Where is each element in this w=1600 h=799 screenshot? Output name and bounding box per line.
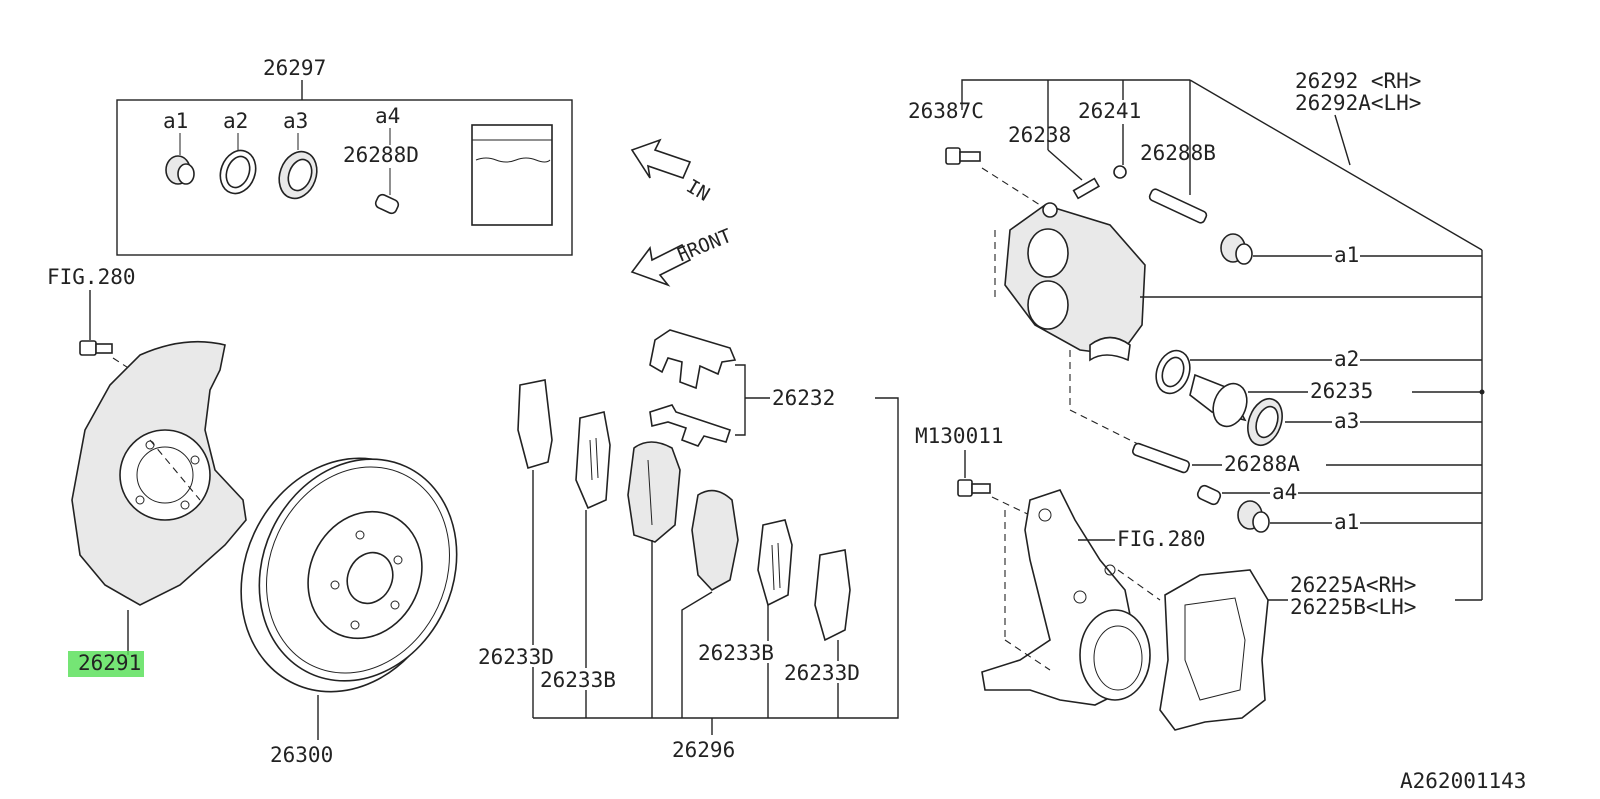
label-26225B-lh[interactable]: 26225B<LH>: [1290, 595, 1416, 619]
label-26292-rh[interactable]: 26292 <RH>: [1295, 69, 1421, 93]
brake-pad-inner-part: [627, 441, 681, 543]
label-26288A[interactable]: 26288A: [1224, 452, 1300, 476]
label-26387C[interactable]: 26387C: [908, 99, 984, 123]
backing-plate-group: FIG.280 26291: [47, 265, 247, 677]
seal-a3-right-part: [1247, 397, 1283, 447]
bolt-M130011-part: [957, 479, 991, 497]
bleeder-screw-part: [1072, 165, 1127, 200]
shim-outer-left-part: [517, 379, 553, 470]
arrow-front-icon: [630, 243, 692, 287]
bolt-backing-plate-part: [79, 340, 113, 356]
label-a2-kit[interactable]: a2: [223, 109, 248, 133]
caliper-body-part: [1004, 202, 1146, 362]
label-a4-kit[interactable]: a4: [375, 104, 400, 128]
seal-a2-kit-part: [219, 149, 257, 195]
label-26292A-lh[interactable]: 26292A<LH>: [1295, 91, 1421, 115]
piston-26235-part: [1189, 373, 1248, 428]
diagram-id: A262001143: [1400, 769, 1526, 793]
boot-a1-right-part: [1220, 233, 1253, 265]
boot-a1-kit-part: [165, 155, 195, 185]
caliper-group: 26292 <RH> 26292A<LH> 26387C 26241 26238…: [908, 69, 1485, 731]
bolt-26387C-part: [945, 147, 981, 165]
shim-inner-right-part: [757, 519, 793, 607]
label-26225A-rh[interactable]: 26225A<RH>: [1290, 573, 1416, 597]
label-a2-right[interactable]: a2: [1334, 347, 1359, 371]
label-26296[interactable]: 26296: [672, 738, 735, 762]
boot-a1-lower-part: [1237, 500, 1270, 533]
label-26233B-left[interactable]: 26233B: [540, 668, 616, 692]
kit-26297-group: 26297 a1 a2 a3 a4 26288D: [116, 56, 573, 256]
label-26233D-right[interactable]: 26233D: [784, 661, 860, 685]
label-26300[interactable]: 26300: [270, 743, 333, 767]
label-fig280-knuckle[interactable]: FIG.280: [1117, 527, 1206, 551]
guide-pin-26288A-part: [1132, 442, 1190, 474]
kit-box: [116, 99, 573, 256]
label-a1-right[interactable]: a1: [1334, 243, 1359, 267]
label-26297[interactable]: 26297: [263, 56, 326, 80]
label-fig280-top[interactable]: FIG.280: [47, 265, 136, 289]
rotor-group: 26300: [240, 457, 458, 767]
label-26233B-right[interactable]: 26233B: [698, 641, 774, 665]
guide-pin-26288B-part: [1148, 188, 1208, 224]
direction-arrows: IN FRONT: [630, 138, 735, 287]
steering-knuckle-part: [981, 489, 1151, 706]
arrow-in-icon: [630, 138, 692, 179]
label-26235[interactable]: 26235: [1310, 379, 1373, 403]
label-26232[interactable]: 26232: [772, 386, 835, 410]
label-26288D[interactable]: 26288D: [343, 143, 419, 167]
pad-set-group: 26232: [478, 329, 899, 762]
grease-packet-part: [471, 124, 553, 226]
shim-inner-left-part: [575, 411, 611, 510]
label-front[interactable]: FRONT: [674, 225, 735, 267]
label-26288B[interactable]: 26288B: [1140, 141, 1216, 165]
brake-pad-outer-part: [691, 489, 739, 592]
highlight-26291: [68, 651, 144, 677]
label-a1-right2[interactable]: a1: [1334, 510, 1359, 534]
label-a3-kit[interactable]: a3: [283, 109, 308, 133]
label-M130011[interactable]: M130011: [915, 424, 1004, 448]
label-26238[interactable]: 26238: [1008, 123, 1071, 147]
caliper-support-part: [1159, 569, 1269, 731]
seal-a2-right-part: [1155, 349, 1191, 395]
seal-a3-kit-part: [278, 150, 318, 200]
sleeve-a4-kit-part: [374, 193, 400, 215]
pad-clip-upper-part: [649, 329, 737, 390]
label-26291[interactable]: 26291: [78, 651, 141, 675]
label-a1-kit[interactable]: a1: [163, 109, 188, 133]
shim-outer-right-part: [814, 549, 851, 642]
pad-clip-lower-part: [649, 404, 732, 447]
label-26233D-left[interactable]: 26233D: [478, 645, 554, 669]
sleeve-a4-right-part: [1196, 484, 1222, 506]
label-26241[interactable]: 26241: [1078, 99, 1141, 123]
label-a4-right[interactable]: a4: [1272, 480, 1297, 504]
label-in[interactable]: IN: [683, 175, 714, 205]
label-a3-right[interactable]: a3: [1334, 409, 1359, 433]
